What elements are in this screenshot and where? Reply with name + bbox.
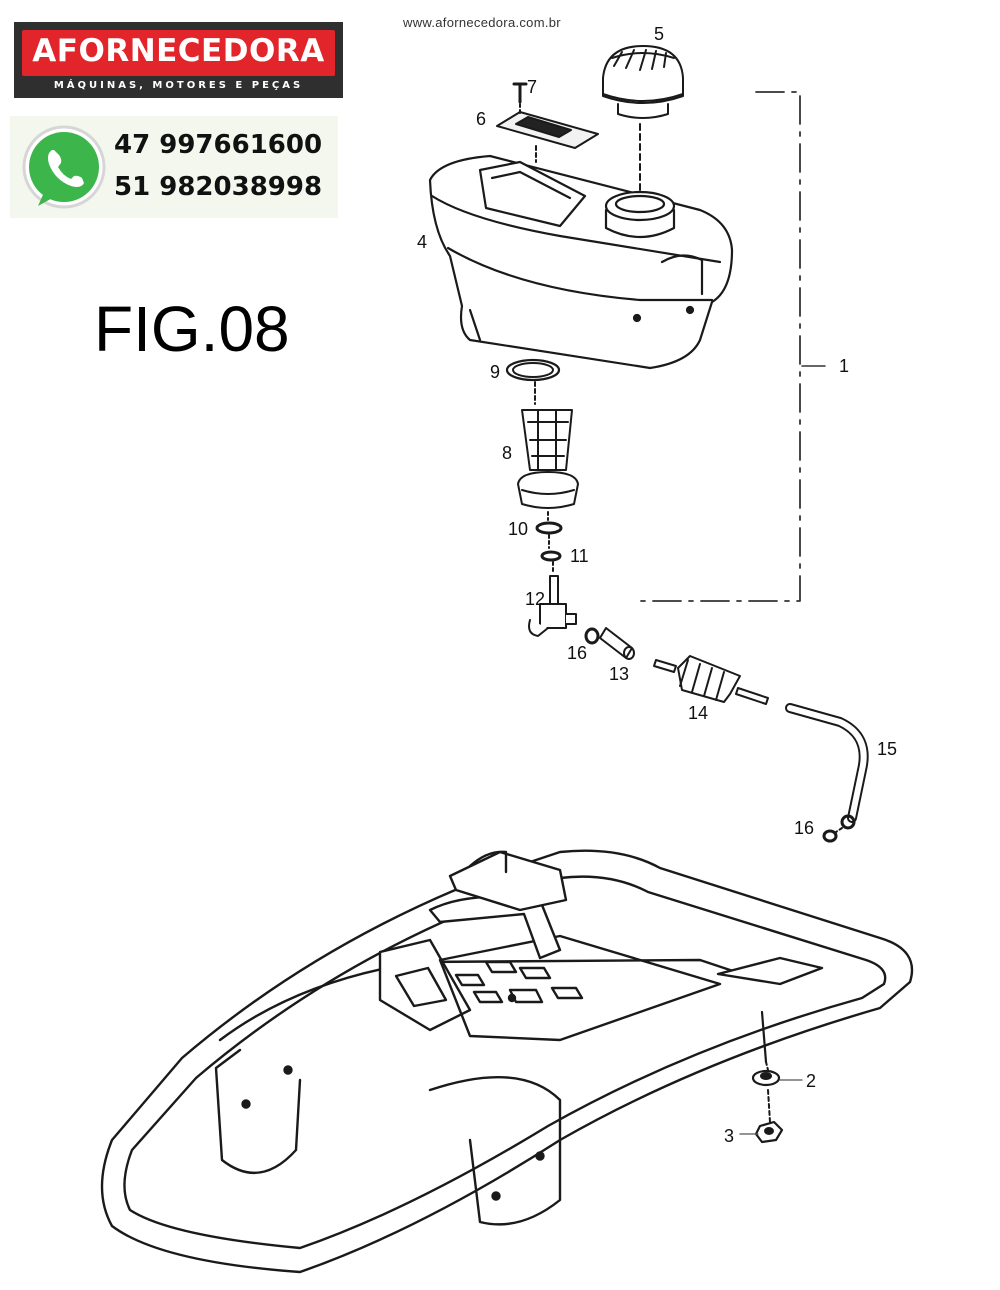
callout-16-a: 16 (567, 643, 588, 663)
fuel-strainer (517, 409, 579, 509)
callout-8: 8 (502, 443, 513, 463)
label-plate (496, 111, 599, 149)
brand-tagline: MÁQUINAS, MOTORES E PEÇAS (53, 80, 304, 91)
callout-16-b: 16 (794, 818, 815, 838)
brand-logo: AFORNECEDORA MÁQUINAS, MOTORES E PEÇAS (14, 22, 343, 98)
callout-10: 10 (508, 519, 529, 539)
fuel-tank (428, 154, 734, 370)
hose-clamp (584, 627, 600, 645)
callout-7: 7 (527, 77, 538, 97)
figure-title: FIG.08 (94, 293, 290, 365)
callout-9: 9 (490, 362, 501, 382)
callout-14: 14 (688, 703, 709, 723)
callout-3: 3 (724, 1126, 735, 1146)
fuel-line (785, 703, 869, 823)
hose-clamp-2 (822, 829, 838, 843)
fuel-hose-short (599, 627, 635, 660)
o-ring (505, 358, 561, 382)
frame (100, 849, 914, 1274)
screw (512, 82, 528, 104)
assembly-bracket (640, 91, 801, 602)
whatsapp-contact: 47 997661600 51 982038998 (10, 116, 338, 218)
callout-5: 5 (654, 24, 665, 44)
callout-1: 1 (839, 356, 850, 376)
callout-11: 11 (570, 546, 589, 566)
washer-10 (535, 521, 563, 535)
callout-13: 13 (609, 664, 630, 684)
whatsapp-icon (22, 125, 106, 209)
phone-number-1[interactable]: 47 997661600 (114, 130, 323, 160)
fuel-cap (602, 45, 684, 119)
callout-2: 2 (806, 1071, 817, 1091)
callout-12: 12 (525, 589, 546, 609)
fuel-valve (528, 575, 577, 637)
washer-2 (751, 1069, 781, 1087)
website-url[interactable]: www.afornecedora.com.br (403, 15, 561, 30)
callout-6: 6 (476, 109, 487, 129)
fuel-filter (653, 655, 769, 705)
washer-11 (540, 550, 562, 562)
nut-3 (754, 1120, 784, 1144)
logo-banner: AFORNECEDORA (22, 30, 335, 76)
phone-number-2[interactable]: 51 982038998 (114, 172, 323, 202)
callout-4: 4 (417, 232, 428, 252)
brand-name: AFORNECEDORA (32, 33, 325, 69)
callout-15: 15 (877, 739, 898, 759)
